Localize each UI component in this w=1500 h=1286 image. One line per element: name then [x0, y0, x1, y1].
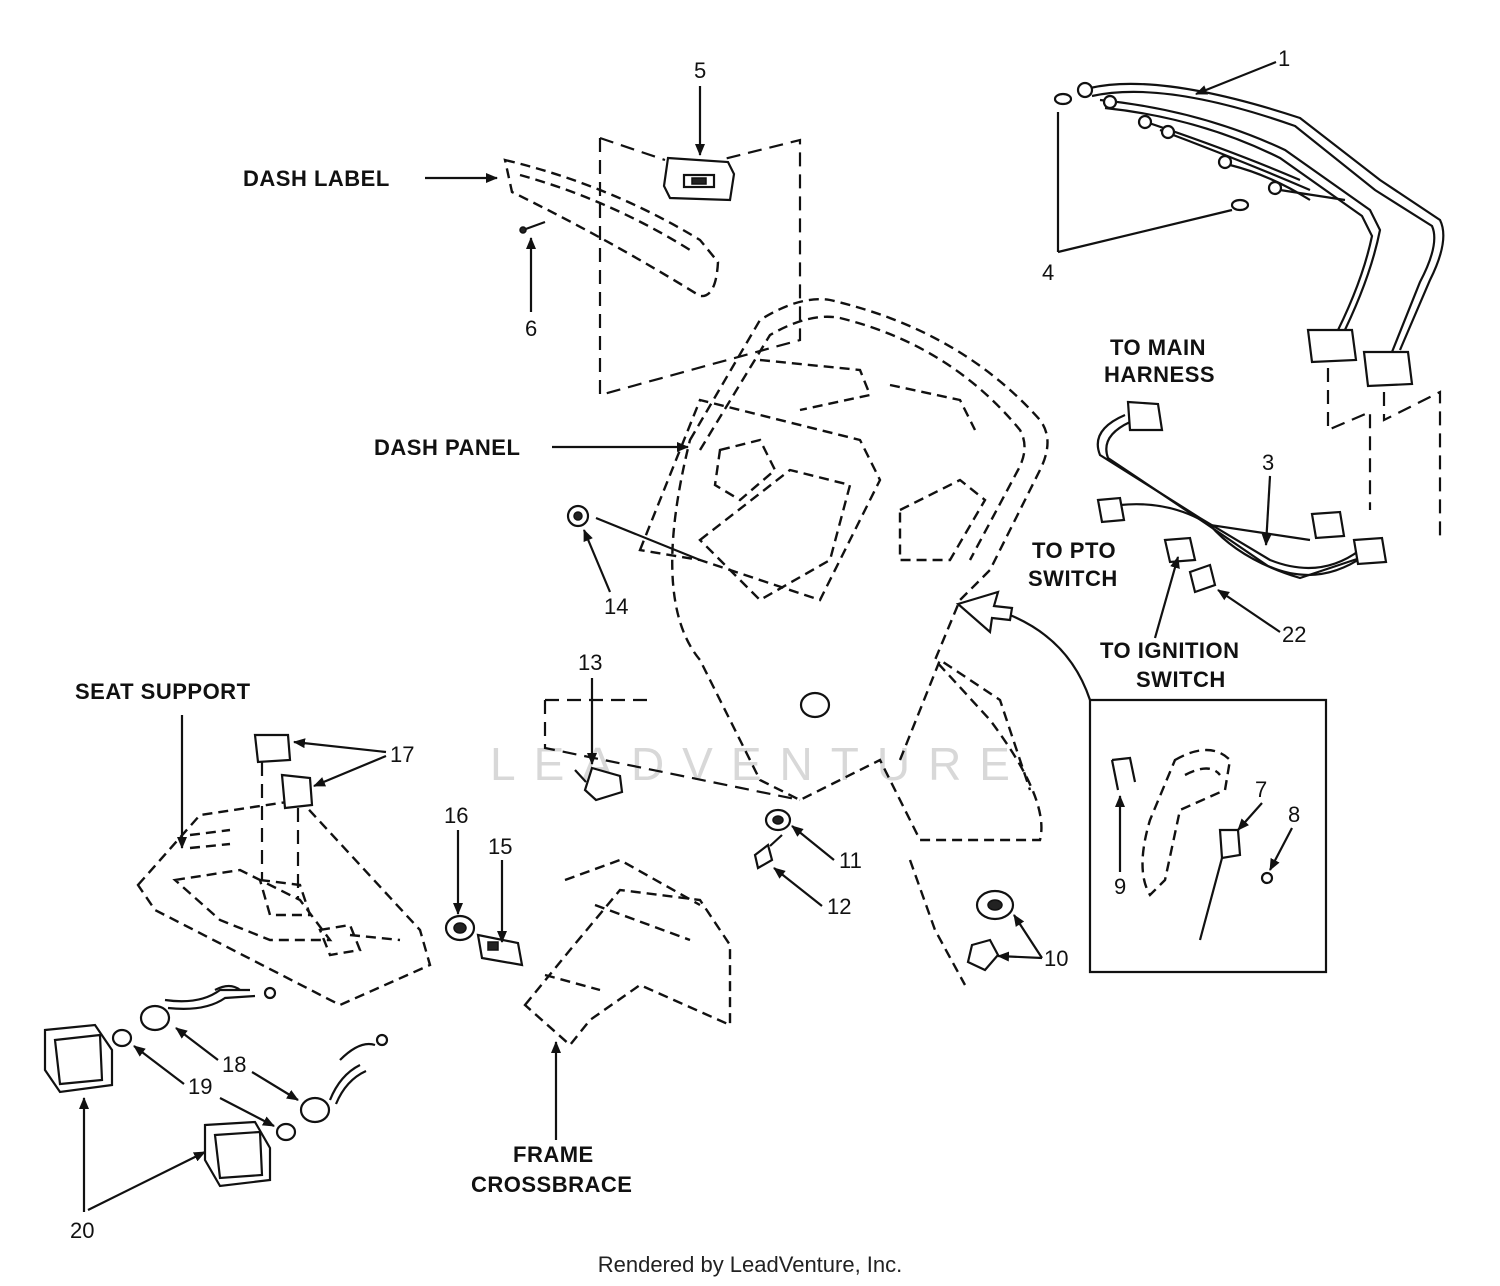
callout-7: 7 — [1255, 777, 1267, 802]
leader-19a — [133, 1045, 185, 1085]
harness-ghost-lines — [1326, 368, 1442, 540]
leader-ignition — [1153, 556, 1180, 639]
nut-part-11 — [764, 808, 792, 832]
leader-17b — [313, 754, 387, 788]
leader-10a — [1013, 914, 1043, 959]
label-crossbrace: CROSSBRACE — [471, 1172, 632, 1197]
callout-14: 14 — [604, 594, 628, 619]
dash-panel-part — [638, 298, 1049, 986]
leader-22 — [1217, 589, 1281, 633]
inset-box — [1088, 698, 1328, 974]
label-to-main: TO MAIN — [1110, 335, 1206, 360]
inset-pointer-arrow — [955, 590, 1092, 701]
callout-17: 17 — [390, 742, 414, 767]
ignition-switch-part-10 — [966, 889, 1015, 972]
dash-label-part — [503, 136, 802, 397]
callout-5: 5 — [694, 58, 706, 83]
socket-part-16 — [444, 914, 476, 942]
callout-3: 3 — [1262, 450, 1274, 475]
leader-3 — [1261, 475, 1272, 546]
leader-17a — [293, 738, 387, 754]
label-frame: FRAME — [513, 1142, 594, 1167]
terminal-part-4 — [1053, 92, 1250, 254]
frame-crossbrace-part — [523, 858, 732, 1047]
callout-22: 22 — [1282, 622, 1306, 647]
callout-13: 13 — [578, 650, 602, 675]
leader-12 — [773, 867, 823, 907]
footer-credit: Rendered by LeadVenture, Inc. — [597, 1252, 903, 1277]
connector-part-15 — [476, 933, 524, 967]
knob-part-14 — [566, 504, 701, 562]
label-pto-switch: SWITCH — [1028, 566, 1118, 591]
leader-1 — [1195, 60, 1277, 96]
label-dash-panel: DASH PANEL — [374, 435, 520, 460]
callout-20: 20 — [70, 1218, 94, 1243]
leader-8 — [1269, 827, 1293, 871]
light-harness-part-18 — [139, 984, 389, 1124]
switch-plate-part-5 — [662, 156, 736, 202]
toggle-switch-part-13 — [574, 766, 624, 802]
leader-10b — [997, 951, 1043, 962]
callout-12: 12 — [827, 894, 851, 919]
leader-18b — [251, 1071, 299, 1101]
callout-10: 10 — [1044, 946, 1068, 971]
label-harness: HARNESS — [1104, 362, 1215, 387]
callout-19: 19 — [188, 1074, 212, 1099]
label-seat-support: SEAT SUPPORT — [75, 679, 251, 704]
callout-4: 4 — [1042, 260, 1054, 285]
callout-8: 8 — [1288, 802, 1300, 827]
callout-1: 1 — [1278, 46, 1290, 71]
callout-15: 15 — [488, 834, 512, 859]
leader-11 — [791, 825, 835, 861]
bulb-part-19 — [111, 1028, 297, 1142]
callout-6: 6 — [525, 316, 537, 341]
leader-18a — [175, 1027, 219, 1061]
leader-19b — [219, 1097, 275, 1127]
screw-part-6 — [519, 220, 546, 234]
label-dash-label: DASH LABEL — [243, 166, 390, 191]
wire-harness-part-3 — [1096, 400, 1388, 594]
leader-7 — [1237, 802, 1263, 831]
leader-20b — [87, 1151, 206, 1211]
callout-18: 18 — [222, 1052, 246, 1077]
wire-harness-part-1 — [1076, 81, 1445, 388]
leader-14 — [582, 529, 612, 593]
dash-panel-ghost-lines — [543, 698, 801, 802]
callout-16: 16 — [444, 803, 468, 828]
label-to-pto: TO PTO — [1032, 538, 1116, 563]
seat-switch-part-17 — [253, 733, 314, 900]
label-to-ignition: TO IGNITION — [1100, 638, 1240, 663]
watermark-text: LEADVENTURE — [490, 738, 1028, 790]
seat-support-part — [136, 798, 432, 1007]
callout-9: 9 — [1114, 874, 1126, 899]
callout-11: 11 — [839, 848, 862, 873]
key-part-12 — [753, 834, 783, 870]
label-ignition-switch: SWITCH — [1136, 667, 1226, 692]
